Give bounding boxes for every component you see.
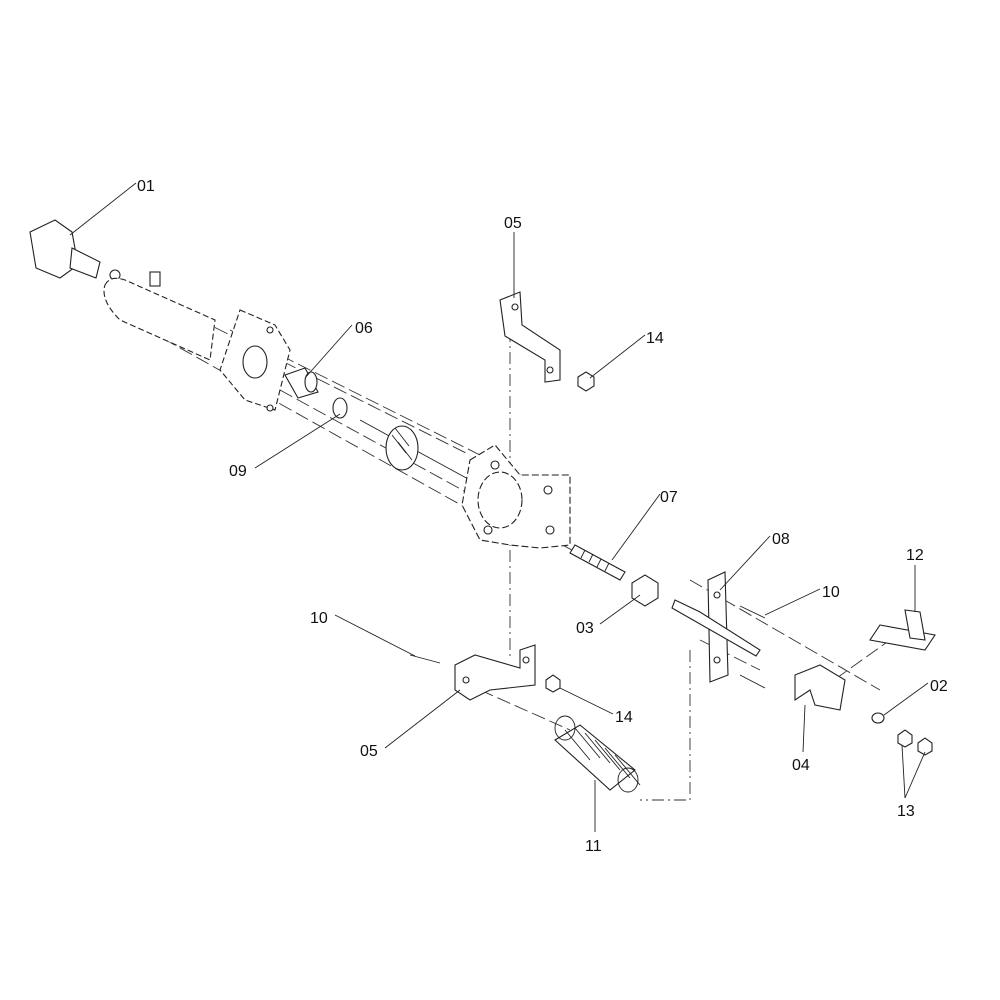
leader-lines	[69, 182, 929, 832]
part-14-nut	[545, 674, 561, 693]
callout-06: 06	[355, 320, 373, 337]
callout-11: 11	[585, 838, 602, 855]
part-03-nut	[631, 574, 659, 607]
callout-08: 08	[772, 531, 790, 548]
callout-04: 04	[792, 757, 810, 774]
part-02-washer	[871, 712, 885, 724]
part-07-threaded-rod	[569, 544, 626, 581]
callout-labels: 01 05 06 14 09 07 08 12 10 03 10 02 14 0…	[137, 178, 948, 855]
callout-01: 01	[137, 178, 155, 195]
callout-10: 10	[310, 610, 328, 627]
plunger-assembly	[359, 419, 471, 481]
callout-05: 05	[504, 215, 522, 232]
part-12-bracket	[869, 609, 936, 651]
rear-flange	[219, 309, 291, 412]
callout-09: 09	[229, 463, 247, 480]
callout-14: 14	[615, 709, 633, 726]
part-01-fitting	[29, 219, 121, 281]
part-06-bushing	[284, 367, 319, 399]
part-05-lower-bracket	[454, 644, 536, 701]
part-09-retaining-ring	[332, 397, 348, 419]
part-13-nut	[917, 737, 933, 756]
part-11-spring	[554, 715, 641, 793]
front-flange	[461, 444, 571, 549]
callout-02: 02	[930, 678, 948, 695]
callout-12: 12	[906, 547, 924, 564]
part-10-pins	[409, 605, 766, 689]
callout-14: 14	[646, 330, 664, 347]
callout-07: 07	[660, 489, 678, 506]
callout-05: 05	[360, 743, 378, 760]
part-05-upper-bracket	[499, 291, 561, 383]
callout-03: 03	[576, 620, 594, 637]
part-14-nut	[577, 371, 595, 392]
part-08-plate	[671, 571, 761, 683]
part-04-clip	[794, 664, 846, 711]
part-13-nut	[897, 729, 913, 748]
cylinder-body	[103, 271, 216, 361]
callout-10: 10	[822, 584, 840, 601]
callout-13: 13	[897, 803, 915, 820]
